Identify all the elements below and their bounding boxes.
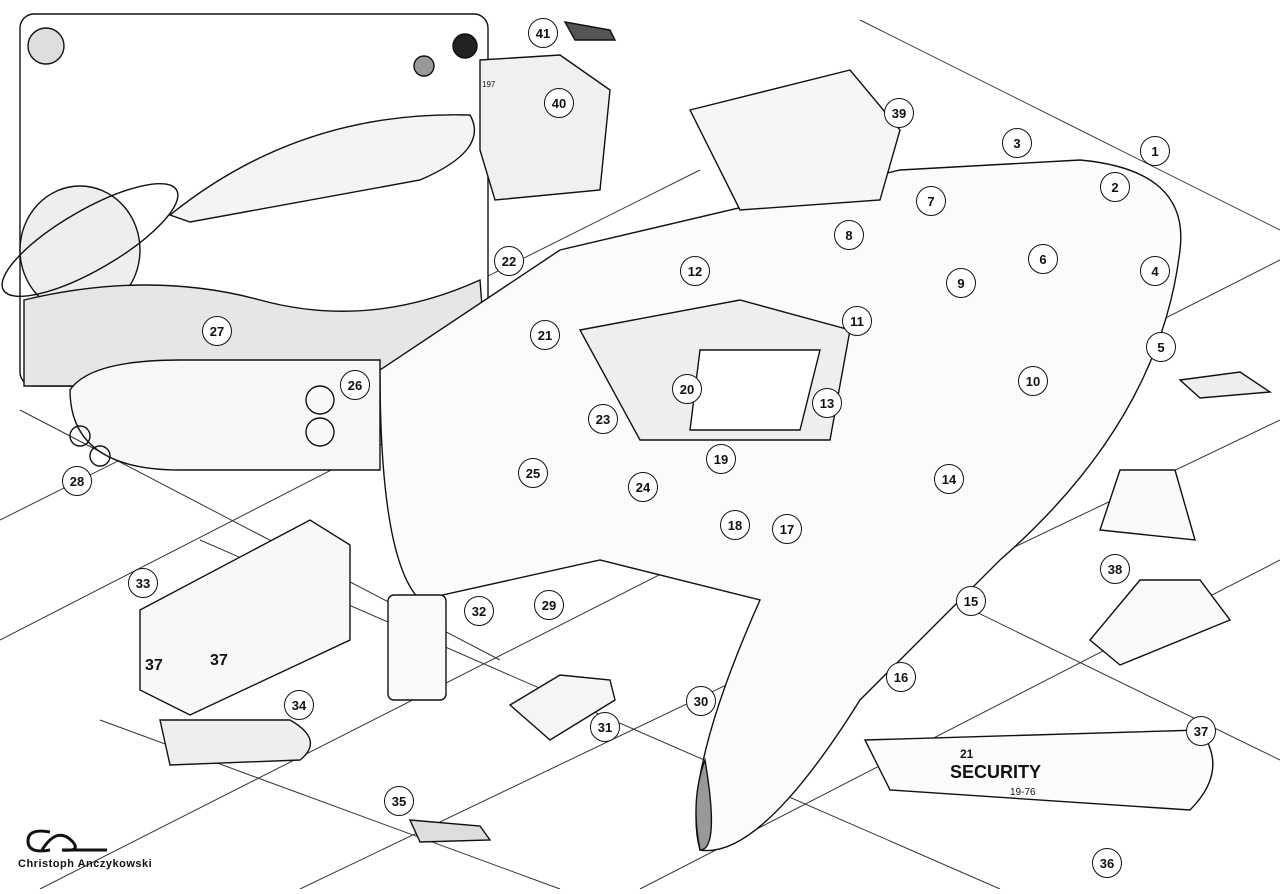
callout-14: 14 [934,464,964,494]
callout-33: 33 [128,568,158,598]
callout-29: 29 [534,590,564,620]
callout-13: 13 [812,388,842,418]
callout-12: 12 [680,256,710,286]
callout-10: 10 [1018,366,1048,396]
callout-6: 6 [1028,244,1058,274]
callout-25: 25 [518,458,548,488]
callout-36: 36 [1092,848,1122,878]
callout-39: 39 [884,98,914,128]
callout-11: 11 [842,306,872,336]
callout-20: 20 [672,374,702,404]
callout-27: 27 [202,316,232,346]
callout-26: 26 [340,370,370,400]
artist-signature: Christoph Anczykowski [18,858,153,870]
callout-17: 17 [772,514,802,544]
callout-23: 23 [588,404,618,434]
callout-22: 22 [494,246,524,276]
callout-28: 28 [62,466,92,496]
callout-15: 15 [956,586,986,616]
callout-9: 9 [946,268,976,298]
callout-34: 34 [284,690,314,720]
callout-41: 41 [528,18,558,48]
callout-2: 2 [1100,172,1130,202]
callout-19: 19 [706,444,736,474]
security-code: 19-76 [1010,787,1036,798]
container-side-number: 37 [210,652,228,669]
security-number: 21 [960,747,974,761]
tower-code: 197 [482,80,496,89]
callout-5: 5 [1146,332,1176,362]
callout-3: 3 [1002,128,1032,158]
callout-31: 31 [590,712,620,742]
callout-32: 32 [464,596,494,626]
security-label: SECURITY [950,762,1041,782]
callout-16: 16 [886,662,916,692]
callout-40: 40 [544,88,574,118]
callout-4: 4 [1140,256,1170,286]
callout-30: 30 [686,686,716,716]
artist-logo-icon [26,829,107,853]
callout-35: 35 [384,786,414,816]
callout-18: 18 [720,510,750,540]
callout-1: 1 [1140,136,1170,166]
callout-8: 8 [834,220,864,250]
callout-38: 38 [1100,554,1130,584]
callout-37: 37 [1186,716,1216,746]
callout-21: 21 [530,320,560,350]
container-number: 37 [145,657,163,674]
callout-7: 7 [916,186,946,216]
callout-24: 24 [628,472,658,502]
